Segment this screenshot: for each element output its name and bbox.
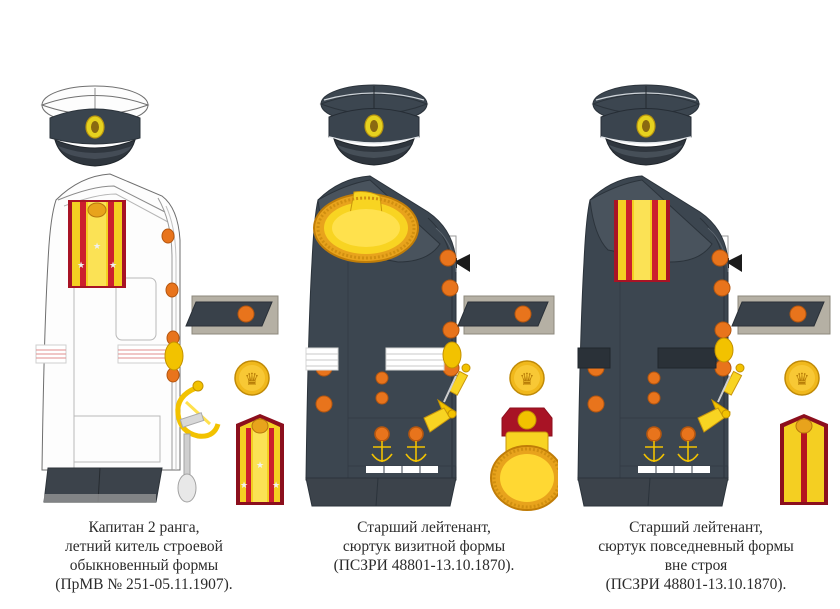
cap-dark-crown	[319, 84, 429, 166]
svg-text:♛: ♛	[794, 370, 809, 390]
eagle-button-accessory: ♛	[234, 360, 270, 396]
hem-stripe	[366, 466, 438, 473]
caption-1-line-3: обыкновенный формы	[69, 557, 219, 574]
caption-figure-1: Капитан 2 ранга, летний китель строевой …	[8, 518, 280, 594]
caption-3-line-1: Старший лейтенант,	[629, 519, 763, 536]
caption-3-line-2: сюртук повседневный формы	[598, 538, 794, 555]
dark-cuffs	[577, 337, 734, 369]
bullion-epaulette-on-figure	[313, 191, 419, 263]
svg-text:★: ★	[109, 261, 117, 271]
naval-dirk-accessory	[423, 363, 471, 433]
caption-figure-3: Старший лейтенант, сюртук повседневный ф…	[556, 518, 836, 594]
tunic-buttons	[161, 228, 180, 383]
white-lace-cuffs	[305, 341, 462, 371]
hem-stripe	[638, 466, 710, 473]
svg-text:★: ★	[240, 481, 248, 491]
svg-text:★: ★	[272, 481, 280, 491]
figure-white-tunic: ★ ★ ★	[0, 0, 290, 515]
caption-2-line-2: сюртук визитной формы	[342, 538, 506, 555]
naval-dirk-accessory	[697, 363, 745, 433]
cap-dark-crown	[591, 84, 701, 166]
coat-buttons	[315, 249, 460, 413]
sword-accessory	[175, 380, 221, 503]
trousers	[43, 467, 163, 503]
shoulder-board-accessory: ★ ★ ★	[236, 414, 284, 505]
collar-patch-accessory	[457, 295, 555, 335]
cap-white-crown	[40, 85, 150, 167]
caption-1-line-2: летний китель строевой	[65, 538, 223, 555]
figure-everyday-frock-coat: ♛	[548, 0, 840, 515]
caption-1-line-1: Капитан 2 ранга,	[88, 519, 200, 536]
anchor-emblems	[643, 426, 699, 462]
shoulder-epaulette-on-figure: ★ ★ ★	[68, 200, 126, 288]
caption-3-line-3: вне строя	[664, 557, 728, 574]
caption-2-line-1: Старший лейтенант,	[357, 519, 491, 536]
caption-2-line-3: (ПСЗРИ 48801-13.10.1870).	[333, 557, 515, 574]
anchor-emblems	[371, 426, 427, 462]
figure-visit-frock-coat: ♛	[278, 0, 558, 515]
collar-patch-accessory	[185, 295, 279, 335]
eagle-button-accessory: ♛	[509, 360, 545, 396]
sword-hilt-on-figure	[164, 341, 184, 371]
svg-text:★: ★	[256, 461, 264, 471]
caption-figure-2: Старший лейтенант, сюртук визитной формы…	[288, 518, 560, 575]
bullion-epaulette-accessory	[490, 407, 558, 511]
svg-text:★: ★	[93, 242, 101, 252]
shoulder-strap-on-figure	[614, 200, 670, 282]
shoulder-strap-accessory	[780, 414, 828, 505]
svg-text:★: ★	[77, 261, 85, 271]
caption-3-line-4: (ПСЗРИ 48801-13.10.1870).	[605, 576, 787, 593]
caption-1-line-4: (ПрМВ № 251-05.11.1907).	[55, 576, 233, 593]
svg-text:♛: ♛	[244, 370, 259, 390]
svg-text:♛: ♛	[519, 370, 534, 390]
collar-patch-accessory	[731, 295, 831, 335]
eagle-button-accessory: ♛	[784, 360, 820, 396]
